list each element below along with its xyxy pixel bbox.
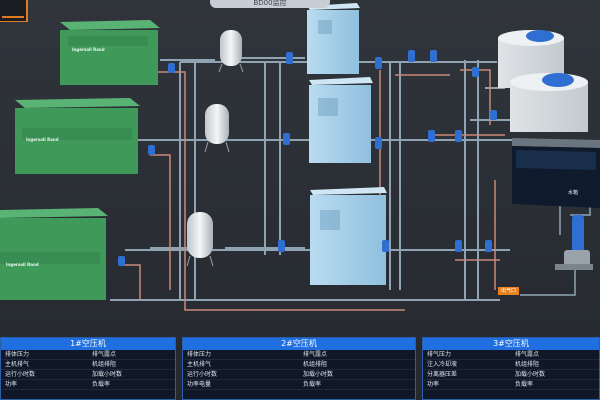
panel-cell: 运行小时数 [1, 370, 88, 380]
panel-cell: 运行小时数 [183, 370, 299, 380]
panel-cell: 主机排气 [1, 360, 88, 370]
panel-cell: 机组排阻 [511, 360, 599, 370]
compressor-3-panel: 3#空压机 排气压力 排气露点 注入冷却液 机组排阻 分离器压差 加载小时数 功… [422, 337, 600, 400]
water-tank [512, 138, 600, 208]
page-title-tab: BD00监控 [210, 0, 330, 8]
panel-cell: 功率 [1, 380, 88, 390]
page-title: BD00监控 [253, 0, 287, 7]
panel-cell: 机组排阻 [299, 360, 415, 370]
panel-cell: 排气压力 [423, 350, 511, 360]
panel-cell: 加载小时数 [299, 370, 415, 380]
dryer-1 [307, 3, 360, 74]
water-tank-label: 水箱 [568, 190, 579, 196]
panel-cell: 负载率 [511, 380, 599, 390]
panel-cell: 负载率 [88, 380, 175, 390]
panel-cell: 功率电量 [183, 380, 299, 390]
panel-cell: 排体压力 [183, 350, 299, 360]
panel-cell: 加载小时数 [511, 370, 599, 380]
air-tank-1 [218, 30, 244, 73]
brand-label-2: Ingersoll Rand [26, 137, 59, 142]
compressor-2-panel-title: 2#空压机 [183, 338, 415, 350]
panel-cell: 排气露点 [88, 350, 175, 360]
brand-label-1: Ingersoll Rand [72, 47, 105, 52]
air-tank-3 [186, 212, 214, 267]
dryer-3 [310, 187, 387, 285]
brand-label-3: Ingersoll Rand [6, 262, 39, 267]
menu-widget[interactable] [0, 0, 28, 22]
compressor-1 [60, 20, 160, 85]
panel-cell: 分离器压差 [423, 370, 511, 380]
panel-cell: 功率 [423, 380, 511, 390]
panel-cell: 机组排阻 [88, 360, 175, 370]
cooling-tower-2 [510, 73, 588, 132]
compressor-3-panel-title: 3#空压机 [423, 338, 599, 350]
vertical-pump [555, 215, 593, 270]
panel-cell: 注入冷却液 [423, 360, 511, 370]
pumps [118, 50, 497, 266]
compressor-2-panel: 2#空压机 排体压力 排气露点 主机排气 机组排阻 运行小时数 加载小时数 功率… [182, 337, 416, 400]
air-tank-2 [204, 104, 230, 153]
panel-cell: 加载小时数 [88, 370, 175, 380]
compressor-3 [0, 208, 108, 300]
compressor-2 [15, 98, 140, 174]
compressor-1-panel: 1#空压机 排体压力 排气露点 主机排气 机组排阻 运行小时数 加载小时数 功率… [0, 337, 176, 400]
panel-cell: 排气露点 [511, 350, 599, 360]
compressor-1-panel-title: 1#空压机 [1, 338, 175, 350]
menu-indicator [2, 16, 24, 18]
outlet-tag[interactable]: 出气口 [498, 287, 520, 295]
panel-cell: 排体压力 [1, 350, 88, 360]
dryer-2 [309, 77, 373, 163]
panel-cell: 负载率 [299, 380, 415, 390]
panel-cell: 排气露点 [299, 350, 415, 360]
panel-cell: 主机排气 [183, 360, 299, 370]
